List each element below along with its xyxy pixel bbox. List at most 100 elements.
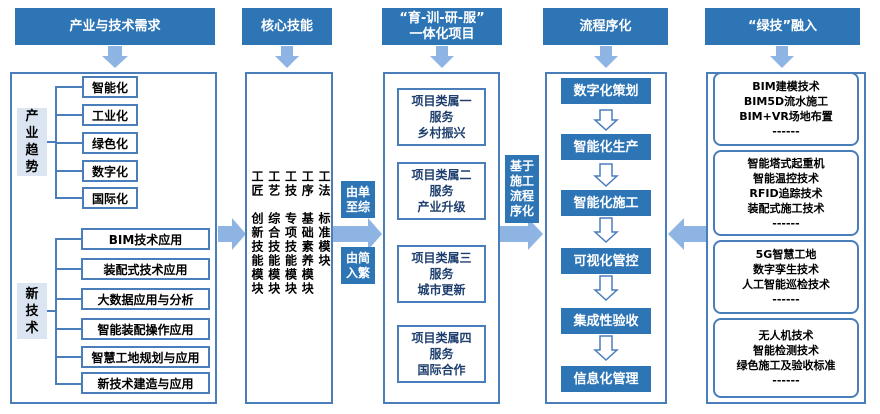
- down-arrow-icon: [594, 46, 618, 68]
- project-item: 项目类属一 服务 乡村振兴: [397, 88, 486, 146]
- new-tech-item: 新技术建造与应用: [81, 372, 210, 394]
- green-item: 智能检测技术: [753, 344, 819, 357]
- core-skill-module: 基础素养模块: [300, 212, 315, 296]
- process-step: 智能化施工: [561, 190, 651, 216]
- header-industry: 产业与技术需求: [15, 8, 215, 45]
- trend-char: 业: [25, 126, 39, 141]
- project-line: 服务: [429, 347, 454, 361]
- process-step: 数字化策划: [561, 78, 651, 104]
- process-step: 可视化管控: [561, 248, 651, 274]
- trend-item: 工业化: [82, 104, 138, 126]
- core-skills-panel: [245, 72, 333, 404]
- down-arrow-icon: [593, 335, 619, 362]
- connector-text: 流程: [509, 189, 534, 203]
- trend-char: 趋: [25, 143, 39, 158]
- core-skill-module: 创新技能模块: [250, 212, 264, 296]
- project-line: 项目类属三: [411, 251, 472, 265]
- right-arrow-icon: [500, 218, 543, 250]
- trend-connector: [55, 170, 82, 172]
- core-skill-top-text: 工序: [300, 170, 315, 198]
- project-line: 服务: [429, 267, 454, 281]
- new-tech-item: 装配式技术应用: [81, 258, 210, 280]
- trend-char: 产: [25, 109, 39, 124]
- trend-connector: [47, 141, 56, 143]
- core-skills-bottom: 标准模块 基础素养模块 专项技能模块 综合技能模块 创新技能模块: [250, 212, 331, 302]
- header-project-line1: “育-训-研-服”: [399, 10, 485, 26]
- core-skill-top-text: 工技: [283, 170, 298, 198]
- green-item: 装配式施工技术: [747, 201, 825, 215]
- green-item: 无人机技术: [758, 329, 814, 342]
- trend-item: 智能化: [82, 76, 138, 98]
- green-item: 智能塔式起重机: [747, 156, 825, 170]
- core-skills-top: 工法 工序 工技 工艺 工匠: [250, 170, 331, 208]
- green-more: ------: [772, 125, 800, 138]
- left-arrow-icon: [668, 218, 708, 250]
- green-item: 5G智慧工地: [755, 248, 817, 261]
- industry-trend-label: 产 业 趋 势: [17, 108, 47, 176]
- newtech-char: 技: [25, 303, 39, 319]
- project-item: 项目类属四 服务 国际合作: [397, 325, 486, 383]
- new-tech-label: 新 技 术: [17, 283, 47, 339]
- trend-connector: [55, 142, 82, 144]
- process-step: 集成性验收: [561, 308, 651, 334]
- header-project: “育-训-研-服” 一体化项目: [382, 8, 502, 45]
- project-item: 项目类属二 服务 产业升级: [397, 162, 486, 220]
- trend-char: 势: [25, 160, 39, 175]
- green-item: BIM5D流水施工: [743, 95, 829, 108]
- new-tech-item: 智能装配操作应用: [81, 318, 210, 340]
- newtech-char: 新: [25, 286, 39, 302]
- process-step: 信息化管理: [561, 366, 651, 392]
- down-arrow-icon: [102, 46, 128, 68]
- project-line: 乡村振兴: [417, 126, 466, 140]
- down-arrow-icon: [593, 217, 619, 244]
- core-skill-top-text: 工匠: [250, 170, 264, 198]
- new-tech-item: BIM技术应用: [81, 228, 210, 250]
- green-item: BIM建模技术: [752, 80, 820, 93]
- connector-text: 由简: [345, 250, 370, 265]
- connector-single-to-full: 由单 至综: [341, 181, 375, 218]
- green-item: 数字孪生技术: [753, 263, 819, 276]
- newtech-connector: [47, 310, 56, 312]
- newtech-connector: [55, 268, 81, 270]
- right-arrow-icon: [218, 218, 246, 250]
- green-item: BIM+VR场地布置: [739, 110, 833, 123]
- green-more: ------: [772, 293, 800, 306]
- connector-text: 入繁: [345, 265, 370, 280]
- green-item: RFID追踪技术: [749, 186, 823, 200]
- connector-simple-to-complex: 由简 入繁: [341, 247, 375, 284]
- project-item: 项目类属三 服务 城市更新: [397, 245, 486, 303]
- core-skill-top-text: 工艺: [266, 170, 281, 198]
- project-line: 服务: [429, 184, 454, 198]
- newtech-connector: [55, 356, 81, 358]
- green-more: ------: [772, 216, 800, 230]
- header-green: “绿技”融入: [705, 8, 860, 45]
- project-line: 项目类属四: [411, 331, 472, 345]
- down-arrow-icon: [593, 275, 619, 302]
- core-skill-module: 标准模块: [317, 212, 331, 268]
- newtech-connector: [55, 383, 81, 385]
- trend-item: 国际化: [82, 187, 138, 209]
- newtech-connector: [55, 238, 57, 384]
- project-line: 项目类属一: [411, 94, 472, 108]
- connector-text: 至综: [345, 199, 370, 214]
- connector-text: 施工: [509, 174, 534, 188]
- green-item: 人工智能巡检技术: [742, 278, 830, 291]
- trend-connector: [55, 197, 82, 199]
- green-item: 绿色施工及验收标准: [736, 359, 836, 372]
- newtech-char: 术: [25, 320, 39, 336]
- core-skill-module: 综合技能模块: [266, 212, 281, 296]
- header-process: 流程序化: [543, 8, 668, 45]
- newtech-connector: [55, 298, 81, 300]
- header-project-line2: 一体化项目: [409, 26, 475, 42]
- connector-text: 序化: [509, 204, 534, 218]
- core-skill-module: 专项技能模块: [283, 212, 298, 296]
- connector-text: 由单: [345, 184, 370, 199]
- trend-connector: [55, 114, 82, 116]
- down-arrow-icon: [593, 163, 619, 188]
- new-tech-item: 智慧工地规划与应用: [81, 346, 210, 368]
- project-line: 服务: [429, 110, 454, 124]
- down-arrow-icon: [770, 46, 794, 68]
- project-line: 国际合作: [417, 363, 466, 377]
- core-skill-top-text: 工法: [317, 170, 331, 198]
